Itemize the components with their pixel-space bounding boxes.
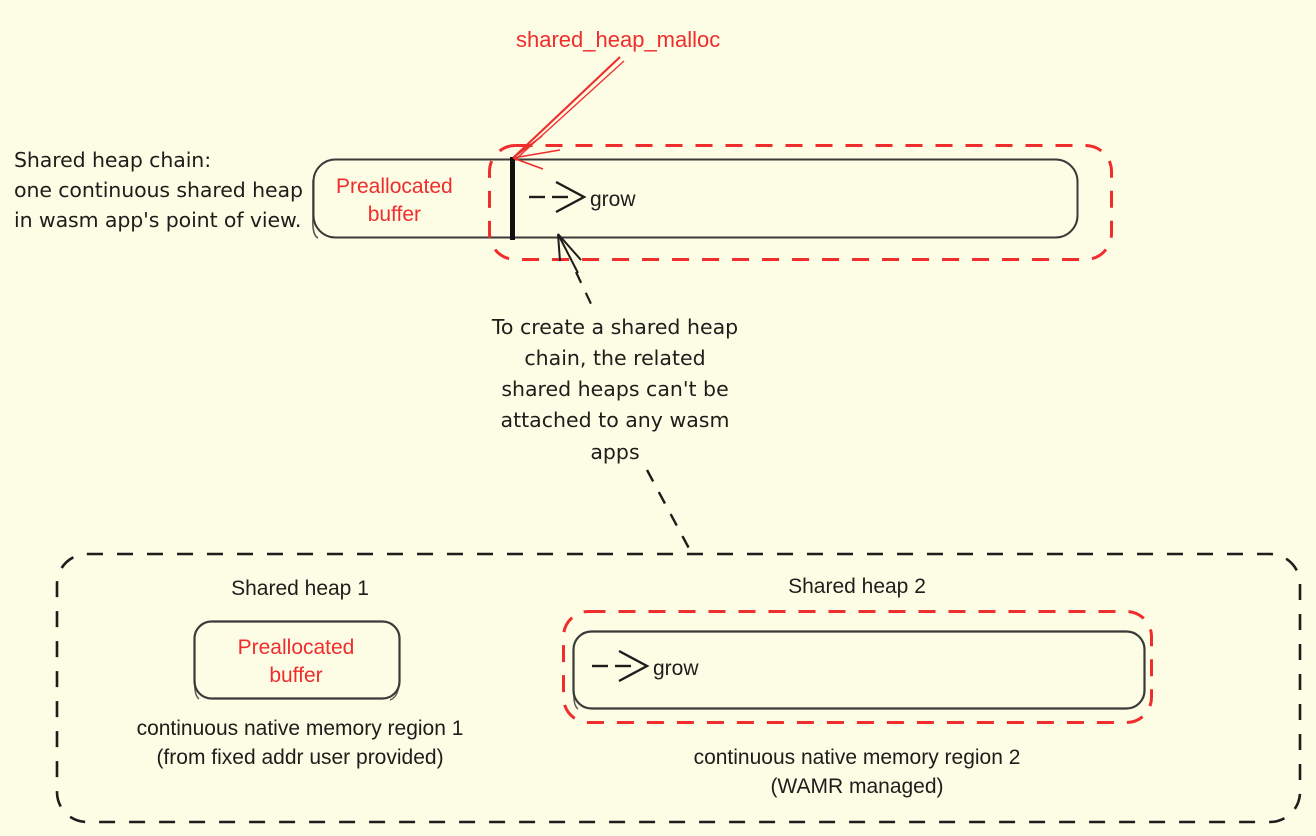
top-red-dashed-region xyxy=(488,144,1113,261)
shared-heap-1-title: Shared heap 1 xyxy=(231,577,369,600)
grow-arrow-bottom xyxy=(592,649,650,683)
note-leader-top xyxy=(575,271,593,307)
shared-heap-chain-description: Shared heap chain: one continuous shared… xyxy=(14,148,303,233)
shared-heap-2-title: Shared heap 2 xyxy=(788,575,926,598)
preallocated-buffer-label-bottom: Preallocated buffer xyxy=(237,636,355,687)
shared-heap-chain-note: To create a shared heap chain, the relat… xyxy=(491,315,739,464)
shared-heap-malloc-label: shared_heap_malloc xyxy=(516,27,721,52)
grow-label-bottom: grow xyxy=(653,657,699,680)
grow-label-top: grow xyxy=(590,188,636,211)
note-leader-bottom xyxy=(645,469,694,555)
heap-boundary-divider xyxy=(510,157,515,240)
grow-arrow-top xyxy=(529,180,587,214)
native-memory-region-1-caption: continuous native memory region 1 (from … xyxy=(136,717,464,769)
native-memory-region-2-caption: continuous native memory region 2 (WAMR … xyxy=(693,746,1021,798)
note-pointer-arrow-top xyxy=(557,233,582,274)
shared-heap-2-red-dashed-region xyxy=(562,610,1153,724)
shared-heap-malloc-arrow xyxy=(512,56,625,170)
preallocated-buffer-label-top: Preallocated buffer xyxy=(336,175,453,226)
